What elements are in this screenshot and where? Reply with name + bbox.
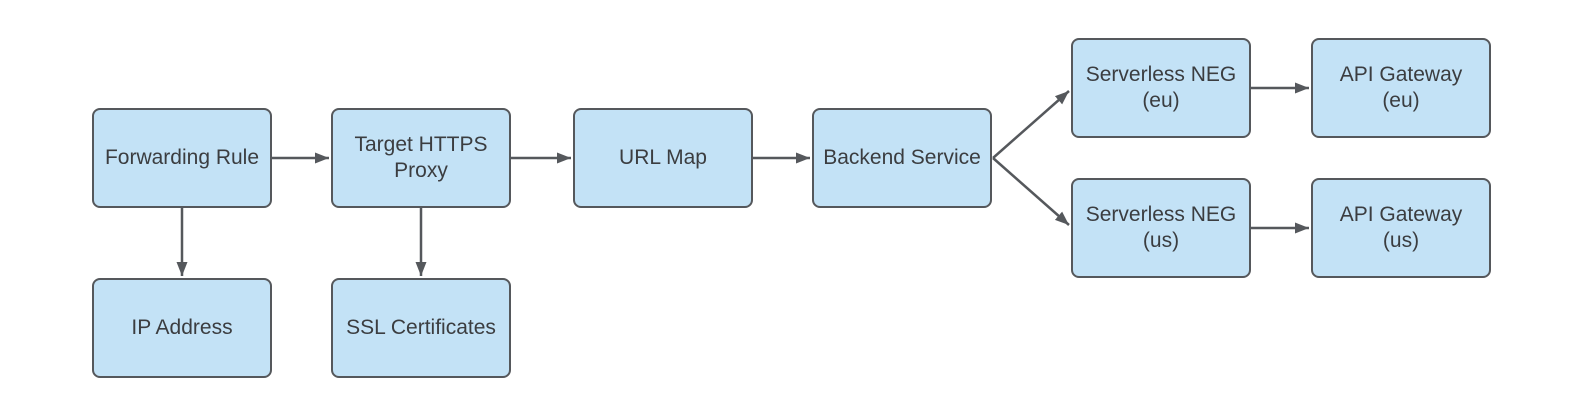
node-serverless-neg-us[interactable]: Serverless NEG (us) bbox=[1071, 178, 1251, 278]
node-label: IP Address bbox=[131, 315, 233, 339]
node-label: API Gateway (us) bbox=[1339, 202, 1463, 252]
node-backend-service[interactable]: Backend Service bbox=[812, 108, 992, 208]
node-label: Target HTTPS Proxy bbox=[354, 132, 488, 182]
node-target-https-proxy[interactable]: Target HTTPS Proxy bbox=[331, 108, 511, 208]
node-serverless-neg-eu[interactable]: Serverless NEG (eu) bbox=[1071, 38, 1251, 138]
node-label: SSL Certificates bbox=[346, 315, 496, 339]
node-label: Backend Service bbox=[823, 145, 981, 169]
node-api-gateway-us[interactable]: API Gateway (us) bbox=[1311, 178, 1491, 278]
node-ssl-certificates[interactable]: SSL Certificates bbox=[331, 278, 511, 378]
node-forwarding-rule[interactable]: Forwarding Rule bbox=[92, 108, 272, 208]
edge-backend-service-to-serverless-neg-eu bbox=[992, 90, 1070, 159]
node-label: URL Map bbox=[619, 145, 707, 169]
node-label: Serverless NEG (us) bbox=[1085, 202, 1237, 252]
edge-backend-service-to-serverless-neg-us bbox=[992, 157, 1070, 226]
node-label: API Gateway (eu) bbox=[1339, 62, 1463, 112]
node-url-map[interactable]: URL Map bbox=[573, 108, 753, 208]
node-api-gateway-eu[interactable]: API Gateway (eu) bbox=[1311, 38, 1491, 138]
node-label: Forwarding Rule bbox=[104, 145, 260, 169]
node-ip-address[interactable]: IP Address bbox=[92, 278, 272, 378]
node-label: Serverless NEG (eu) bbox=[1085, 62, 1237, 112]
